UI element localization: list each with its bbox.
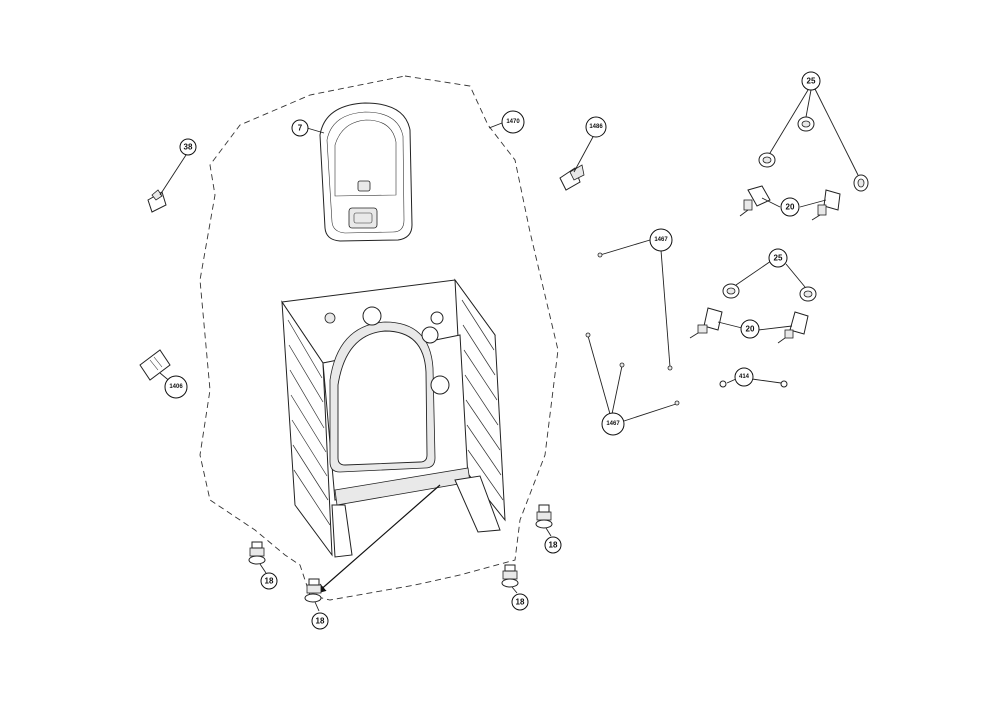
svg-text:1486: 1486	[589, 124, 603, 130]
svg-text:1470: 1470	[506, 119, 520, 125]
svg-text:18: 18	[265, 577, 274, 586]
callout-7: 7	[291, 119, 309, 137]
svg-text:18: 18	[549, 541, 558, 550]
callout-414: 414	[734, 367, 754, 387]
callout-1470: 1470	[501, 110, 525, 134]
callout-1467-bottom: 1467	[601, 412, 625, 436]
label-part-1406	[139, 349, 173, 384]
callout-20-middle: 20	[740, 319, 760, 339]
foot-part-18-a	[248, 541, 267, 574]
callout-18-b: 18	[311, 612, 329, 630]
foot-part-18-d	[535, 504, 553, 537]
callout-1406: 1406	[164, 375, 188, 399]
svg-text:18: 18	[316, 617, 325, 626]
buffer-part-25-top	[758, 88, 869, 192]
svg-text:1467: 1467	[606, 421, 620, 427]
svg-text:1467: 1467	[654, 237, 668, 243]
screws-part-1467-bottom	[585, 332, 680, 422]
foot-part-18-c	[501, 564, 519, 594]
clip-part-1486	[559, 134, 595, 191]
svg-text:20: 20	[746, 325, 755, 334]
clip-part-38	[147, 154, 187, 213]
callout-25-top: 25	[801, 71, 821, 91]
callout-20-top: 20	[780, 197, 800, 217]
callout-18-d: 18	[544, 536, 562, 554]
assembly-arrow	[316, 484, 441, 594]
foot-part-18-b	[304, 578, 322, 612]
svg-text:1406: 1406	[169, 384, 183, 390]
svg-text:414: 414	[739, 374, 750, 380]
callout-38: 38	[179, 138, 197, 156]
svg-text:7: 7	[298, 124, 303, 133]
callout-25-middle: 25	[768, 248, 788, 268]
callout-1467-top: 1467	[649, 228, 673, 252]
buffer-part-25-middle	[722, 260, 817, 302]
callout-18-c: 18	[511, 593, 529, 611]
screws-part-1467-top	[597, 239, 673, 371]
svg-text:25: 25	[774, 254, 783, 263]
svg-text:20: 20	[786, 203, 795, 212]
nuts-part-414	[719, 378, 788, 388]
svg-text:38: 38	[184, 143, 193, 152]
cabinet-frame-part	[281, 278, 506, 558]
svg-text:25: 25	[807, 77, 816, 86]
callout-18-a: 18	[260, 572, 278, 590]
door-frame-part	[319, 102, 413, 242]
callout-1486: 1486	[585, 116, 607, 138]
svg-text:18: 18	[516, 598, 525, 607]
shock-absorber-part-20-middle	[689, 307, 809, 344]
shock-absorber-part-20-top	[739, 185, 841, 221]
